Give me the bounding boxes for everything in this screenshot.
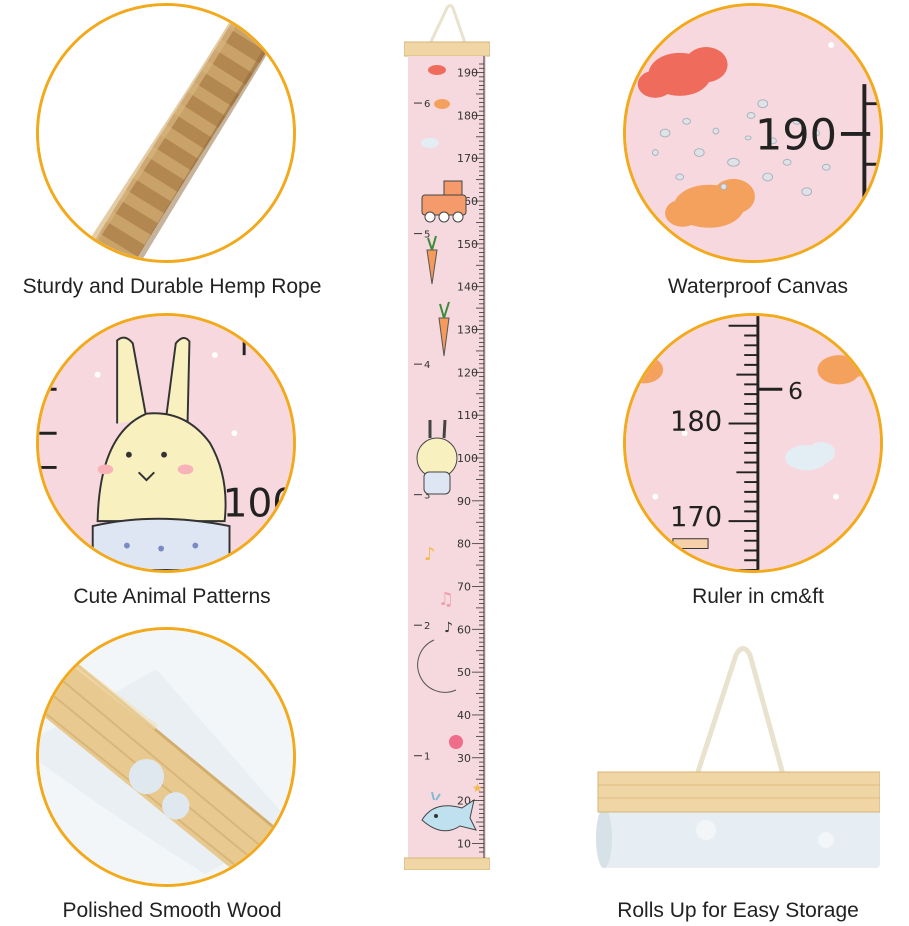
hemp-rope-closeup: [36, 3, 296, 263]
cm-label: 190: [457, 67, 478, 80]
svg-text:♪: ♪: [444, 620, 453, 636]
caption-ruler-units: Ruler in cm&ft: [692, 585, 824, 608]
ft-label: 1: [424, 752, 430, 763]
cm-label: 10: [457, 837, 471, 850]
train-icon: [421, 180, 467, 223]
ft-label: 5: [424, 230, 430, 241]
cm-label: 50: [457, 666, 471, 679]
pink-dot-icon: [449, 735, 463, 749]
ruler-illustration: 1901801701601501401301201101009080706050…: [404, 4, 490, 870]
caption-polished-wood: Polished Smooth Wood: [62, 899, 282, 922]
cm-label: 100: [457, 452, 478, 465]
cm-label: 130: [457, 324, 478, 337]
polished-wood-closeup: [36, 627, 296, 887]
caption-hemp-rope: Sturdy and Durable Hemp Rope: [22, 275, 322, 298]
ft-label: 2: [424, 621, 430, 632]
ruler-zoom-cm-lower: 170: [670, 502, 722, 533]
ruler-zoom-cm-upper: 180: [670, 406, 722, 437]
ft-label: 4: [424, 360, 430, 371]
hanging-rope: [693, 646, 787, 779]
cm-label: 70: [457, 580, 471, 593]
hanging-rope: [427, 4, 468, 47]
ruler-zoom-ft: 6: [788, 377, 803, 405]
top-wood-bar: [597, 771, 880, 813]
ruler-units-closeup: 180 170 6: [623, 313, 883, 573]
caption-rolls-up: Rolls Up for Easy Storage: [617, 899, 859, 922]
blue-cloud-icon: [785, 442, 836, 471]
bunny-figure: [91, 336, 231, 570]
cm-label: 60: [457, 623, 471, 636]
cm-label: 120: [457, 366, 478, 379]
rolled-canvas: [596, 808, 880, 868]
rolled-ruler-illustration: [596, 640, 880, 880]
cm-label: 110: [457, 409, 478, 422]
carrot-icon: [426, 235, 438, 285]
whale-icon: [421, 791, 477, 832]
music-notes-icon: ♫: [438, 589, 454, 610]
star-icon: ★: [472, 781, 483, 795]
canvas-zoom-number: 190: [755, 111, 837, 161]
caption-waterproof-canvas: Waterproof Canvas: [667, 275, 849, 298]
bottom-wood-bar: [404, 857, 490, 870]
top-wood-bar: [404, 41, 490, 57]
water-droplets: [651, 99, 831, 197]
cm-label: 90: [457, 495, 471, 508]
caption-animal-patterns: Cute Animal Patterns: [73, 585, 271, 608]
cute-animal-closeup: 100: [36, 313, 296, 573]
waterproof-canvas-closeup: 190: [623, 3, 883, 263]
animal-zoom-number: 100: [223, 481, 293, 526]
music-note-icon: ♪: [424, 544, 436, 565]
cm-label: 140: [457, 281, 478, 294]
orange-cloud-icon: [434, 99, 450, 109]
carrot-icon-2: [438, 301, 450, 357]
red-cloud-icon: [637, 47, 728, 98]
rope-illustration: [39, 6, 293, 260]
moon-icon: ♪: [417, 620, 457, 693]
bunny-icon: [416, 419, 458, 495]
cm-label: 30: [457, 752, 471, 765]
cm-label: 150: [457, 238, 478, 251]
cm-label: 170: [457, 152, 478, 165]
blue-cloud-icon: [421, 138, 439, 148]
cm-label: 80: [457, 538, 471, 551]
cm-label: 180: [457, 109, 478, 122]
ft-label: 6: [424, 99, 430, 110]
red-cloud-icon: [428, 65, 446, 75]
ft-label: 3: [424, 491, 430, 502]
cm-label: 40: [457, 709, 471, 722]
